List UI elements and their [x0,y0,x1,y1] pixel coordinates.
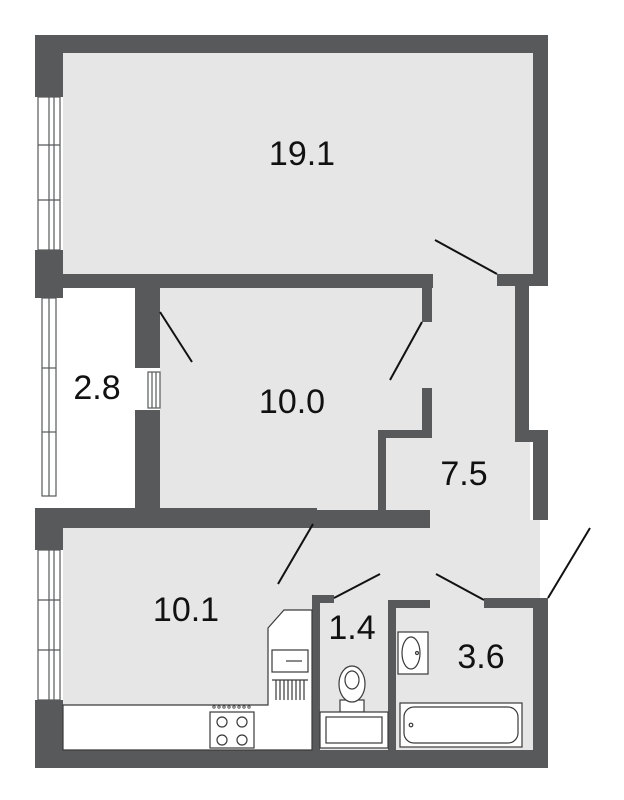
floor-living-room [63,52,533,274]
wall-right-corner [497,274,548,286]
wall-left-kitchen-stub [35,508,63,550]
area-label-bedroom: 10.0 [259,383,325,421]
wall-right-lower [533,430,548,520]
door-living-swing [434,239,498,275]
window-balcony [41,297,57,497]
bathroom-fixtures [397,631,523,748]
stove-knobs-icon [212,705,251,709]
wall-kitchen-top-right [317,510,430,528]
window-living [37,96,61,251]
door-bedroom-swing [389,321,423,381]
wall-toilet-left [312,595,320,760]
floor-hall-lower [380,430,530,520]
wall-hall-jog [378,430,432,438]
wall-kitchen-top [35,508,317,528]
window-kitchen [37,549,61,701]
wall-top [35,35,548,53]
wall-bottom [35,750,548,768]
wall-living-bottom [35,274,433,288]
kitchen-fixtures [62,609,313,751]
wall-bedroom-right-low [422,388,432,436]
area-label-bathroom: 3.6 [457,638,504,676]
wall-right-bottom [533,598,548,768]
area-label-balcony: 2.8 [73,369,120,407]
wall-bedroom-left [135,288,160,368]
drainboard-icon [275,680,305,700]
door-bath-swing [435,573,485,601]
wall-hall-jog-vert [378,430,386,515]
area-label-living-room: 19.1 [269,135,335,173]
door-kitchen-swing [277,523,314,585]
windows [37,96,161,701]
wall-right-mid [515,286,529,441]
wall-right-upper [533,35,548,285]
stove-icon [209,711,255,749]
window-balcony-door [147,371,161,409]
wall-toilet-right [388,600,396,760]
door-entry-swing [547,527,591,599]
wall-bedroom-right-top [422,288,432,322]
area-label-toilet: 1.4 [328,609,375,647]
toilet-shelf-icon [319,711,389,749]
wall-left-upper [35,35,63,97]
wall-bath-top [484,598,548,608]
wall-toilet-top [312,595,334,603]
toilet-fixtures [319,665,389,749]
area-label-kitchen: 10.1 [153,591,219,629]
door-toilet-swing [333,573,381,599]
area-labels: 19.1 10.0 2.8 7.5 10.1 1.4 3.6 [73,135,504,676]
area-label-hallway: 7.5 [440,455,487,493]
wall-bedroom-left-lower [135,410,160,520]
wall-bath-top-left [388,600,430,608]
door-balcony-swing [159,311,193,363]
door-swings [159,239,591,601]
walls [35,35,548,768]
